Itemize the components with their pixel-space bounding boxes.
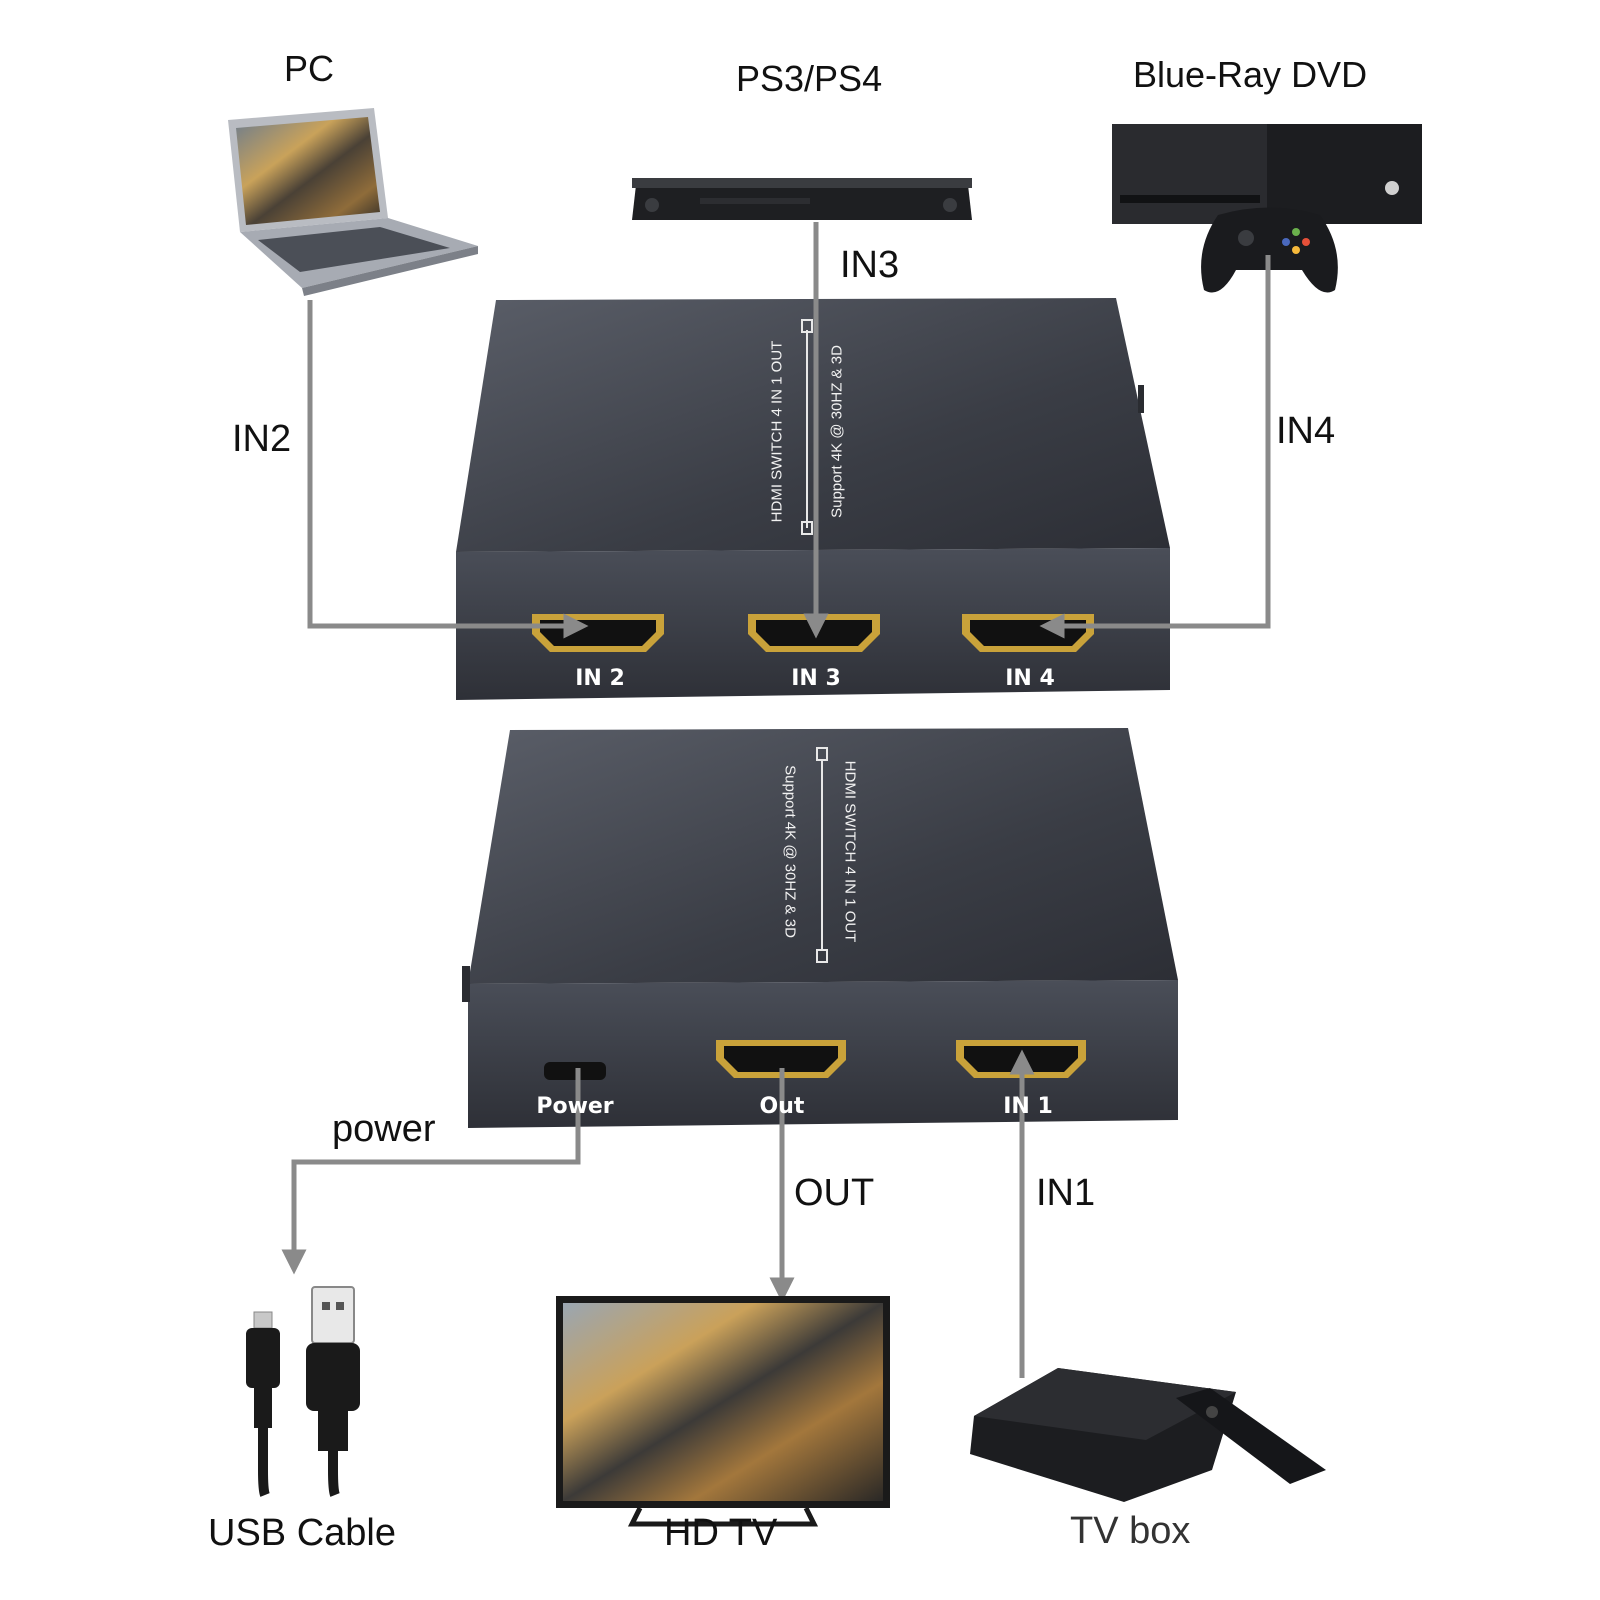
connection-label-in1: IN1 (1036, 1172, 1096, 1214)
game-console-icon (1112, 124, 1422, 293)
hdmi-port-in2 (532, 614, 664, 652)
connection-label-out: OUT (794, 1172, 875, 1214)
switch-front-print-line2: Support 4K @ 30HZ & 3D (781, 765, 799, 938)
port-label-out: Out (759, 1094, 805, 1119)
connection-arrows (281, 222, 1271, 1378)
port-label-in4: IN 4 (1005, 666, 1055, 691)
bluray-player-icon (632, 178, 972, 220)
port-label-in3: IN 3 (791, 666, 841, 691)
hdmi-port-out (716, 1040, 846, 1078)
connection-label-in4: IN4 (1276, 410, 1336, 452)
device-label-tvbox: TV box (1070, 1510, 1191, 1552)
tv-box-icon (970, 1368, 1326, 1502)
switch-front-print-line1: HDMI SWITCH 4 IN 1 OUT (841, 760, 859, 943)
usb-cable-icon (246, 1286, 360, 1497)
device-label-tv: HD TV (664, 1512, 778, 1554)
arrow-in4 (1039, 255, 1271, 639)
tv-icon (556, 1296, 890, 1527)
switch-front-unit (462, 728, 1178, 1128)
port-label-in2: IN 2 (575, 666, 625, 691)
arrow-in2 (307, 300, 589, 639)
arrow-power (281, 1068, 581, 1275)
device-label-ps: PS3/PS4 (736, 58, 883, 99)
device-label-usb: USB Cable (208, 1512, 396, 1554)
laptop-icon (228, 108, 478, 296)
port-label-in1: IN 1 (1003, 1094, 1053, 1119)
switch-back-print-line1: HDMI SWITCH 4 IN 1 OUT (768, 340, 786, 523)
port-label-power: Power (536, 1094, 614, 1119)
device-label-bluray: Blue-Ray DVD (1133, 54, 1368, 95)
switch-back-unit (456, 298, 1170, 700)
hdmi-port-in4 (962, 614, 1094, 652)
connection-label-in3: IN3 (840, 244, 900, 286)
micro-usb-port (544, 1062, 606, 1080)
switch-back-print-line2: Support 4K @ 30HZ & 3D (828, 345, 846, 518)
connection-label-in2: IN2 (232, 418, 292, 460)
device-label-pc: PC (284, 48, 335, 89)
connection-label-power: power (332, 1108, 436, 1150)
